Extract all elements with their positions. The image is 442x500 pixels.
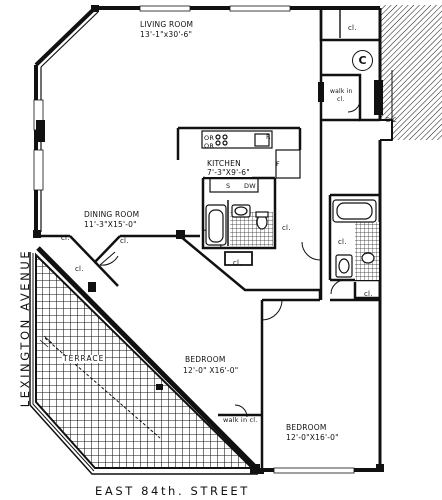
walk-in-closet-label-line1: walk in [330,88,353,95]
freezer-label: F [276,160,280,168]
walk-in-closet-label-line2: cl. [337,96,345,103]
bedroom-1-label: BEDROOM [185,355,226,364]
refrigerator-label: R [266,133,271,141]
closet-label-dining-3: cl. [120,237,129,245]
kitchen-dimensions: 7'-3"X9'-6" [205,168,252,177]
dishwasher-label: DW [244,182,256,190]
compactor-icon: C [352,50,373,71]
kitchen-label: KITCHEN [205,159,243,168]
closet-label-dining-2: cl. [75,265,84,273]
bedroom-2-dimensions: 12'-0"X16'-0" [286,433,339,442]
living-room-dimensions: 13'-1"x30'-6" [140,30,193,39]
structural-columns [33,5,384,474]
sink-label: S [226,182,231,190]
bedroom-1-dimensions: 12'-0" X16'-0" [183,366,239,375]
terrace-setback-line [39,335,161,439]
terrace-floor [35,252,255,469]
terrace-label: TERRACE [62,354,106,363]
bath-fixtures [205,199,379,280]
dining-room-label: DINING ROOM [84,210,140,219]
oven-label-2: OR [204,142,215,150]
kitchen-counters [201,130,301,193]
closet-label-dining: cl. [61,234,70,242]
closet-label-bath: cl. [364,290,373,298]
walk-in-closet-label-bedroom: walk in cl. [223,416,258,424]
living-room-label: LIVING ROOM [140,20,194,29]
windows [33,5,355,474]
bedroom-2-label: BEDROOM [286,423,327,432]
street-label-left: LEXINGTON AVENUE [18,248,32,408]
closet-label-kitchen: cl. [282,224,291,232]
street-label-bottom: EAST 84th. STREET [95,484,250,498]
oven-label: OR [204,134,215,142]
bc-label: B.C [386,117,397,124]
closet-label-bath-2: cl. [338,238,347,246]
closet-label-top: cl. [348,24,357,32]
dining-room-dimensions: 11'-3"X15'-0" [84,220,137,229]
closet-label-hall: cl. [233,259,242,267]
